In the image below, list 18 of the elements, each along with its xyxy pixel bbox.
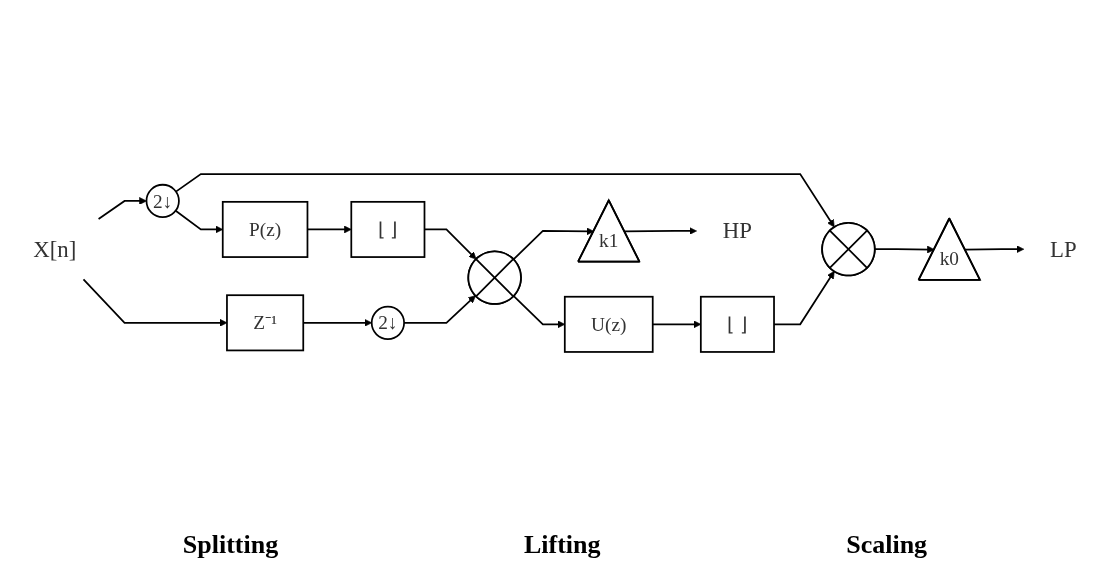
node-box: U(z) xyxy=(563,295,654,353)
section-label: Splitting xyxy=(182,530,279,560)
node-box: Z⁻¹ xyxy=(226,294,305,352)
node-circle: 2↓ xyxy=(370,305,405,340)
arrow xyxy=(97,197,147,220)
node-text: X[n] xyxy=(33,236,77,262)
node-circle: 2↓ xyxy=(145,183,180,219)
section-label: Lifting xyxy=(523,530,601,560)
node-box: ⌊ ⌋ xyxy=(699,295,775,353)
node-box: ⌊ ⌋ xyxy=(350,201,426,258)
arrow xyxy=(623,227,697,235)
arrow xyxy=(175,173,835,228)
arrow xyxy=(964,245,1025,254)
arrow xyxy=(512,227,595,261)
node-box: P(z) xyxy=(221,201,309,258)
node-text: LP xyxy=(1050,236,1077,262)
node-text: HP xyxy=(722,218,752,244)
section-label: Scaling xyxy=(846,530,928,560)
